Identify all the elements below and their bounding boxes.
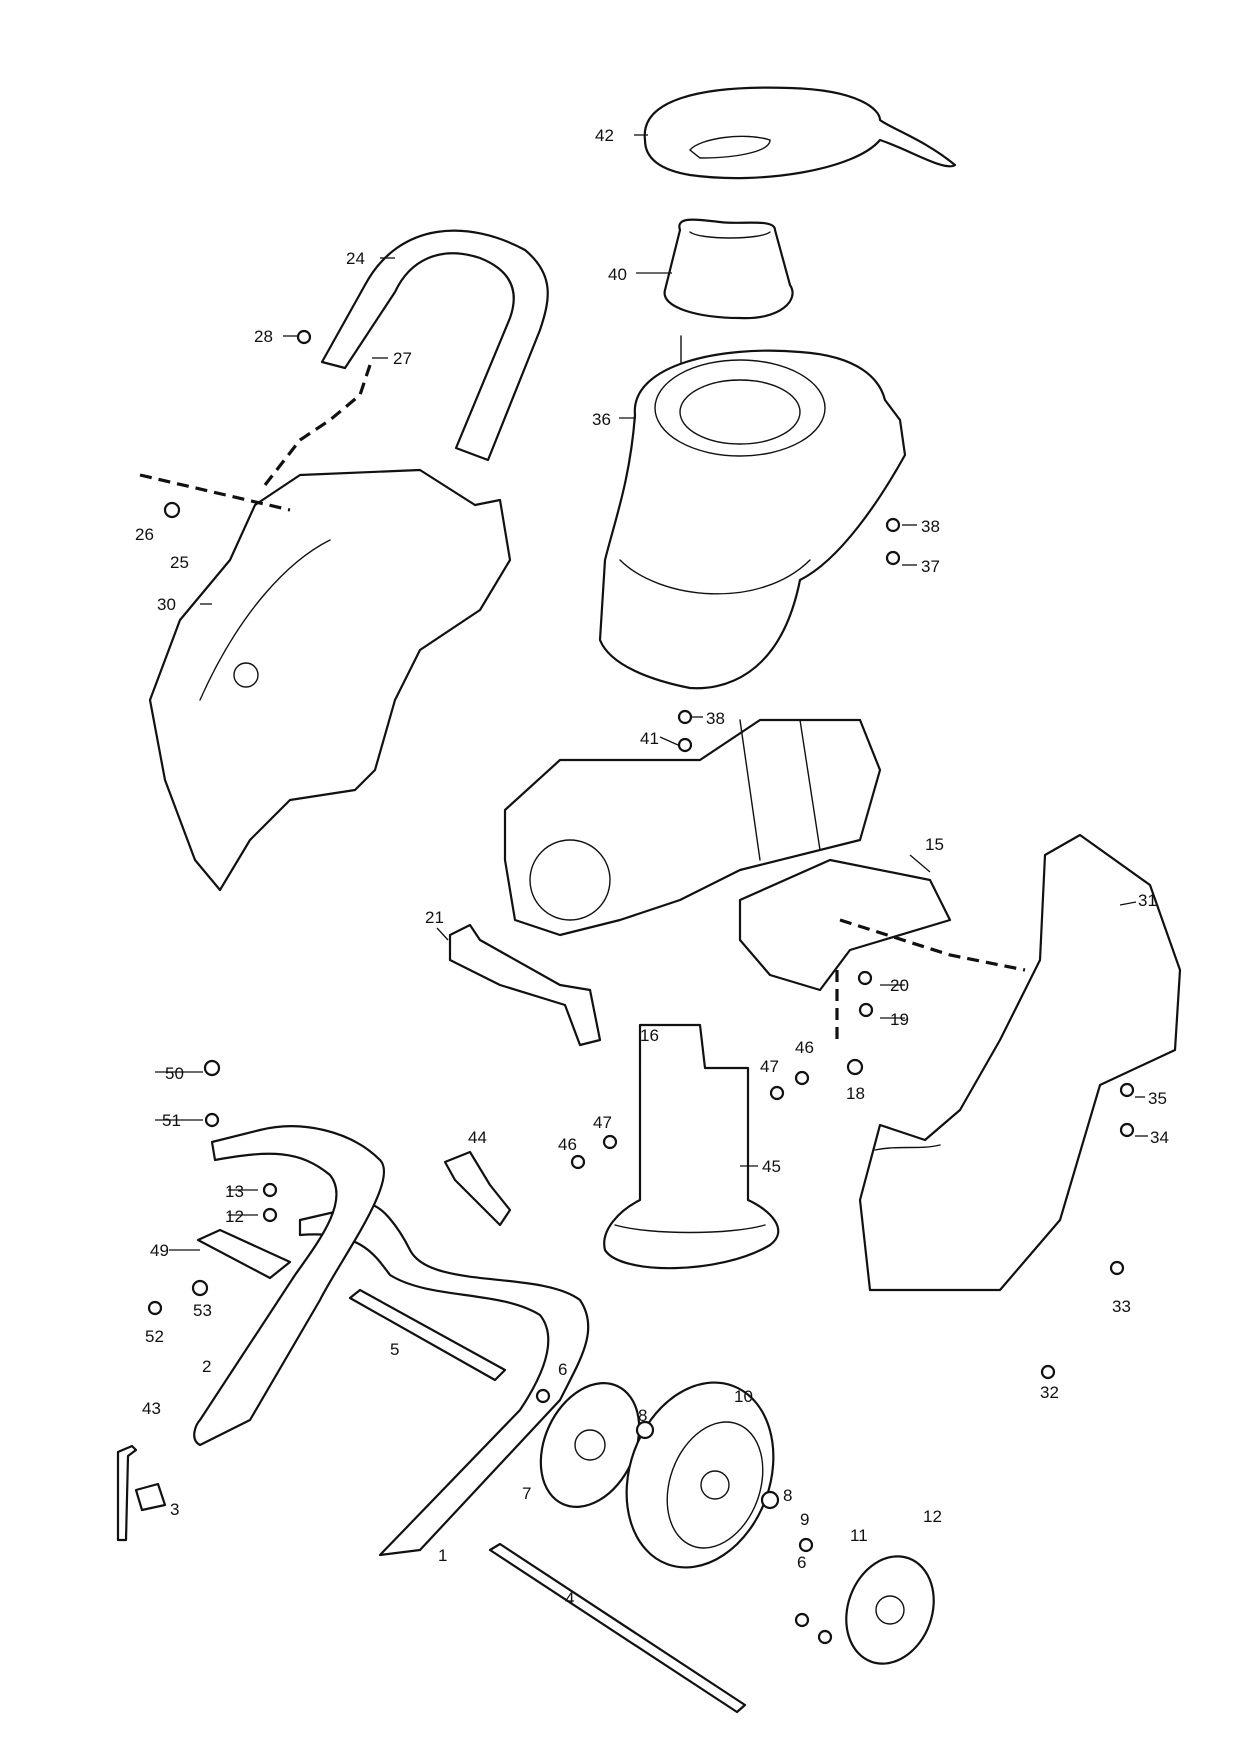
callout-34: 34 — [1150, 1128, 1169, 1147]
callout-5: 5 — [390, 1340, 399, 1359]
callout-16: 16 — [640, 1026, 659, 1045]
part-15-plate — [738, 858, 1026, 1040]
callout-31: 31 — [1138, 891, 1157, 910]
callout-21: 21 — [425, 908, 444, 927]
part-2-tube — [193, 1125, 386, 1447]
callout-19: 19 — [890, 1010, 909, 1029]
part-4-axle — [488, 1542, 747, 1714]
callout-32: 32 — [1040, 1383, 1059, 1402]
fasteners — [147, 329, 1135, 1645]
callout-24: 24 — [346, 249, 365, 268]
callout-6b: 6 — [797, 1553, 806, 1572]
callout-20: 20 — [890, 976, 909, 995]
callout-47a: 47 — [760, 1057, 779, 1076]
callout-51: 51 — [162, 1111, 181, 1130]
motor — [503, 718, 882, 937]
callout-36: 36 — [592, 410, 611, 429]
callout-49: 49 — [150, 1241, 169, 1260]
part-1-frame — [298, 1203, 590, 1557]
callout-42: 42 — [595, 126, 614, 145]
callout-35: 35 — [1148, 1089, 1167, 1108]
callout-7: 7 — [522, 1484, 531, 1503]
callout-12: 12 — [923, 1507, 942, 1526]
part-49-plate — [196, 1228, 292, 1280]
callout-11: 11 — [850, 1526, 868, 1545]
callout-15: 15 — [925, 835, 944, 854]
callout-33: 33 — [1112, 1297, 1131, 1316]
part-21-bracket — [448, 923, 602, 1047]
part-10-wheel — [625, 1381, 775, 1569]
callout-labels: 42 40 36 38 37 38 41 24 28 27 26 25 30 1… — [135, 126, 1169, 1608]
callout-27: 27 — [393, 349, 412, 368]
callout-4: 4 — [565, 1589, 574, 1608]
callout-44: 43 — [142, 1399, 161, 1418]
callout-26: 26 — [135, 525, 154, 544]
callout-52: 52 — [145, 1327, 164, 1346]
callout-28: 28 — [254, 327, 273, 346]
part-30-left-cover — [139, 364, 512, 892]
part-45-base — [603, 1023, 780, 1270]
callout-6a: 6 — [558, 1360, 567, 1379]
callout-18: 18 — [846, 1084, 865, 1103]
callout-10: 10 — [734, 1387, 753, 1406]
callout-2: 2 — [202, 1357, 211, 1376]
callout-38a: 38 — [921, 517, 940, 536]
part-12-hubcap — [845, 1555, 935, 1665]
callout-13: 12 — [225, 1207, 244, 1226]
callout-8a: 8 — [638, 1406, 647, 1425]
part-36-hopper — [598, 349, 907, 690]
callout-8b: 8 — [783, 1486, 792, 1505]
part-42-lid — [643, 86, 957, 180]
callout-45: 45 — [762, 1157, 781, 1176]
callout-53: 53 — [193, 1301, 212, 1320]
part-31-right-cover — [858, 833, 1182, 1292]
part-24-u-handle — [320, 229, 549, 462]
callout-47b: 47 — [593, 1113, 612, 1132]
callout-25: 25 — [170, 553, 189, 572]
callout-9: 9 — [800, 1510, 809, 1529]
part-43-clip — [443, 1150, 512, 1227]
callout-leaders — [155, 134, 1148, 1251]
callout-41: 41 — [640, 729, 659, 748]
callout-50: 50 — [165, 1064, 184, 1083]
callout-46b: 46 — [558, 1135, 577, 1154]
part-3-cap — [134, 1482, 167, 1512]
part-44-hex-key — [116, 1444, 138, 1542]
callout-14: 13 — [225, 1182, 244, 1201]
callout-43: 44 — [468, 1128, 487, 1147]
part-5-crossbar — [348, 1288, 507, 1382]
callout-46a: 46 — [795, 1038, 814, 1057]
callout-3: 3 — [170, 1500, 179, 1519]
callout-38b: 38 — [706, 709, 725, 728]
callout-1: 1 — [438, 1546, 447, 1565]
callout-40: 40 — [608, 265, 627, 284]
callout-37: 37 — [921, 557, 940, 576]
callout-30: 30 — [157, 595, 176, 614]
